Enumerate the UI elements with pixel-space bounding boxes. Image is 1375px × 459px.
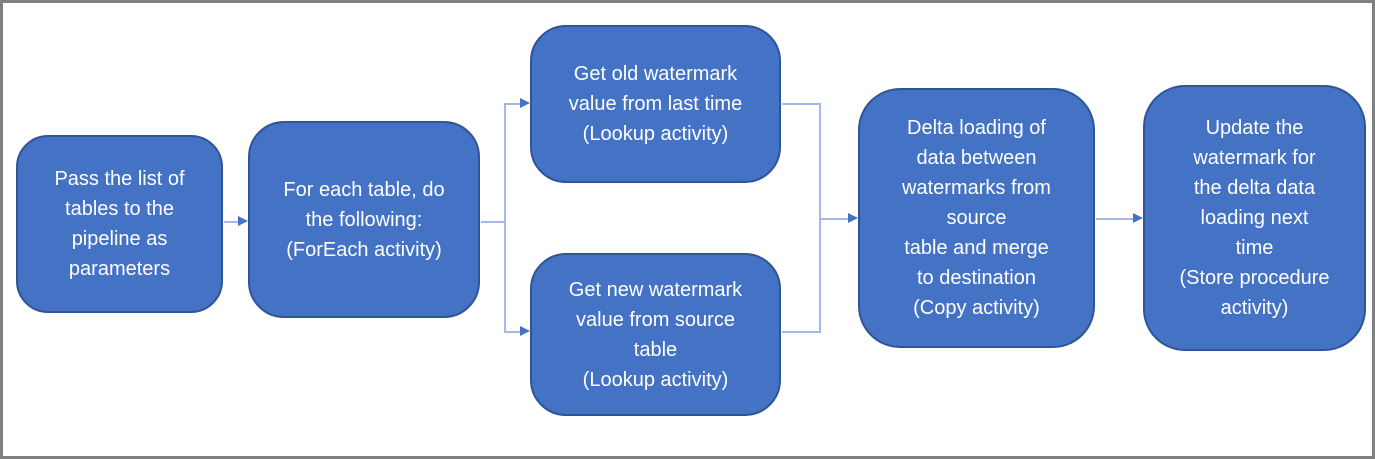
node-foreach-label: For each table, do the following: (ForEa… — [283, 178, 445, 261]
node-delta-loading-label: Delta loading of data between watermarks… — [902, 117, 1051, 319]
node-get-old-watermark: Get old watermark value from last time (… — [530, 25, 781, 183]
connector-merge-vertical — [819, 103, 821, 333]
node-foreach: For each table, do the following: (ForEa… — [248, 121, 480, 318]
connector-split-to-old-watermark — [504, 103, 521, 105]
node-update-watermark-label: Update the watermark for the delta data … — [1179, 117, 1330, 319]
arrowhead-pass-to-foreach — [238, 216, 248, 226]
connector-pass-to-foreach — [224, 221, 239, 223]
arrowhead-to-old-watermark — [520, 98, 530, 108]
arrowhead-to-delta-loading — [848, 213, 858, 223]
node-pass-tables-label: Pass the list of tables to the pipeline … — [54, 168, 185, 280]
connector-new-watermark-out — [782, 331, 820, 333]
connector-split-to-new-watermark — [504, 331, 521, 333]
connector-merge-to-delta — [820, 218, 848, 220]
node-get-new-watermark: Get new watermark value from source tabl… — [530, 253, 781, 416]
node-get-old-watermark-label: Get old watermark value from last time (… — [568, 63, 743, 145]
connector-split-vertical — [504, 103, 506, 332]
connector-foreach-stem — [481, 221, 505, 223]
connector-delta-to-update — [1096, 218, 1133, 220]
node-pass-tables: Pass the list of tables to the pipeline … — [16, 135, 223, 313]
arrowhead-to-update-watermark — [1133, 213, 1143, 223]
arrowhead-to-new-watermark — [520, 326, 530, 336]
node-delta-loading: Delta loading of data between watermarks… — [858, 88, 1095, 348]
node-update-watermark: Update the watermark for the delta data … — [1143, 85, 1366, 351]
node-get-new-watermark-label: Get new watermark value from source tabl… — [568, 278, 743, 391]
connector-old-watermark-out — [782, 103, 820, 105]
